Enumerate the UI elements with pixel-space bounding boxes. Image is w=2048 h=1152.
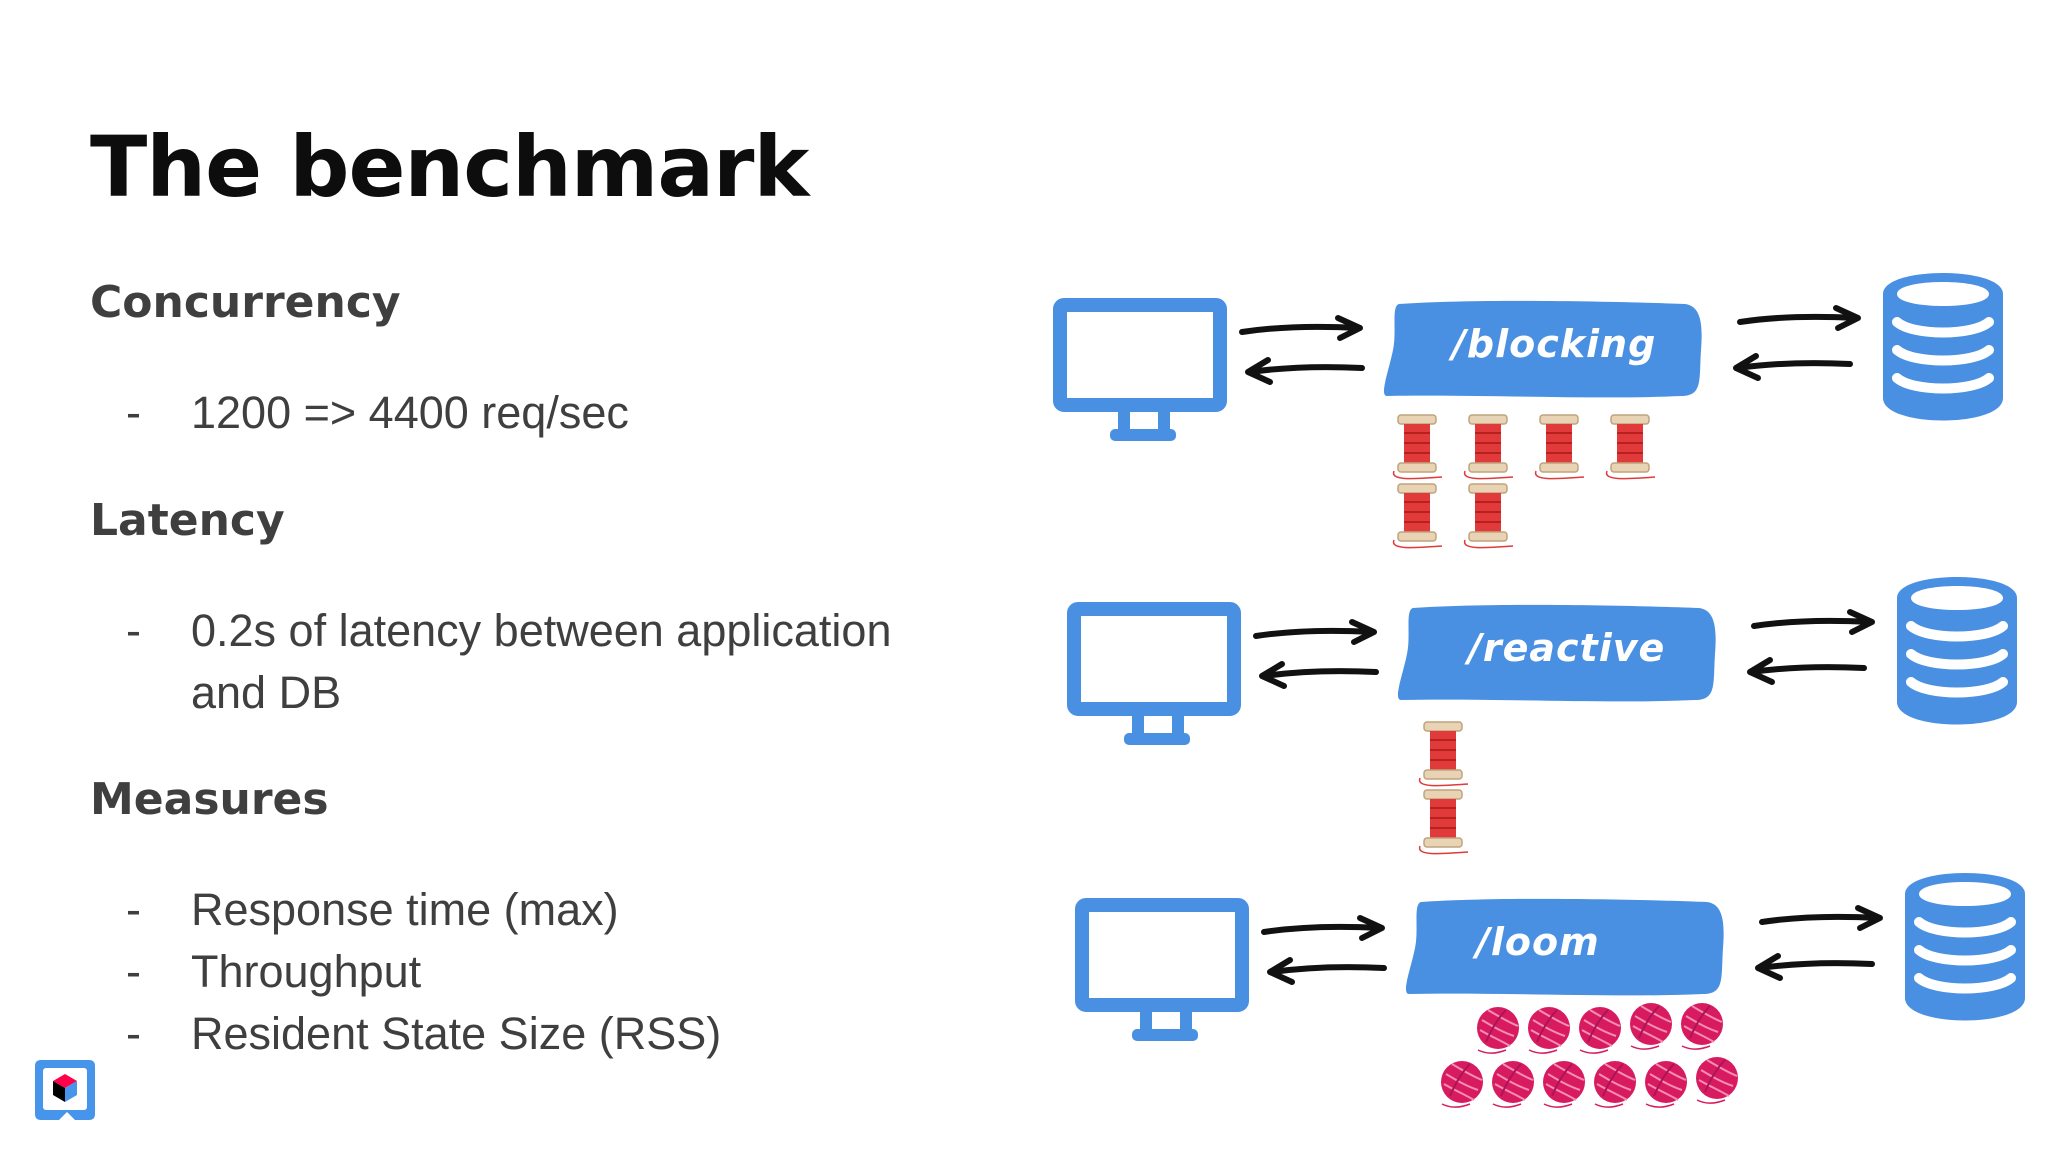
yarn-ball-icon — [1629, 1002, 1673, 1050]
arrow-left-icon — [1262, 664, 1376, 686]
bullet-text: Response time (max) — [191, 884, 619, 935]
row-reactive — [1074, 577, 2017, 855]
arrow-right-icon — [1256, 622, 1374, 642]
spool-icon — [1418, 789, 1469, 855]
bullet-marker: - — [126, 1008, 141, 1059]
yarn-ball-icon — [1440, 1060, 1484, 1108]
row-blocking — [1060, 273, 2003, 549]
bullet-measures-2: - Throughput — [90, 941, 970, 1003]
section-heading-measures: Measures — [90, 774, 329, 825]
section-heading-latency: Latency — [90, 495, 285, 546]
yarn-ball-icon — [1542, 1060, 1586, 1108]
yarn-ball-icon — [1593, 1060, 1637, 1108]
arrow-right-icon — [1740, 308, 1858, 328]
monitor-icon — [1060, 305, 1220, 441]
database-icon — [1897, 577, 2017, 725]
endpoint-label-loom: /loom — [1476, 920, 1600, 964]
arrow-right-icon — [1754, 612, 1872, 632]
yarn-ball-icon — [1644, 1060, 1688, 1108]
bullet-marker: - — [126, 605, 141, 656]
bullet-latency: - 0.2s of latency between application an… — [90, 600, 970, 724]
bullet-concurrency: - 1200 => 4400 req/sec — [90, 382, 970, 444]
yarn-ball-icon — [1680, 1002, 1724, 1050]
arrow-left-icon — [1248, 360, 1362, 382]
row-loom — [1082, 873, 2025, 1108]
yarn-ball-icon — [1491, 1060, 1535, 1108]
section-heading-concurrency: Concurrency — [90, 277, 401, 328]
bullet-marker: - — [126, 884, 141, 935]
bullet-text: Throughput — [191, 946, 422, 997]
spool-icon — [1463, 414, 1514, 480]
bullet-text: 0.2s of latency between application and … — [191, 605, 892, 718]
bullet-measures-1: - Response time (max) — [90, 879, 970, 941]
monitor-icon — [1074, 609, 1234, 745]
monitor-icon — [1082, 905, 1242, 1041]
arrow-left-icon — [1758, 956, 1872, 978]
arrow-right-icon — [1264, 918, 1382, 938]
spool-icon — [1605, 414, 1656, 480]
spool-icon — [1463, 483, 1514, 549]
endpoint-label-blocking: /blocking — [1452, 322, 1657, 366]
quarkus-logo-icon — [35, 1060, 95, 1120]
yarn-ball-icon — [1527, 1006, 1571, 1054]
spool-icon — [1392, 483, 1443, 549]
slide-title: The benchmark — [90, 118, 809, 216]
database-icon — [1883, 273, 2003, 421]
arrow-right-icon — [1242, 318, 1360, 338]
arrow-right-icon — [1762, 908, 1880, 928]
yarn-ball-icon — [1695, 1056, 1739, 1104]
spool-icon — [1534, 414, 1585, 480]
endpoint-label-reactive: /reactive — [1468, 626, 1666, 670]
yarn-ball-icon — [1578, 1006, 1622, 1054]
bullet-text: 1200 => 4400 req/sec — [191, 387, 629, 438]
spool-icon — [1392, 414, 1443, 480]
bullet-marker: - — [126, 946, 141, 997]
database-icon — [1905, 873, 2025, 1021]
arrow-left-icon — [1270, 960, 1384, 982]
arrow-left-icon — [1750, 660, 1864, 682]
yarn-ball-icon — [1476, 1006, 1520, 1054]
arrow-left-icon — [1736, 356, 1850, 378]
spool-icon — [1418, 721, 1469, 787]
bullet-measures-3: - Resident State Size (RSS) — [90, 1003, 970, 1065]
bullet-marker: - — [126, 387, 141, 438]
bullet-text: Resident State Size (RSS) — [191, 1008, 722, 1059]
